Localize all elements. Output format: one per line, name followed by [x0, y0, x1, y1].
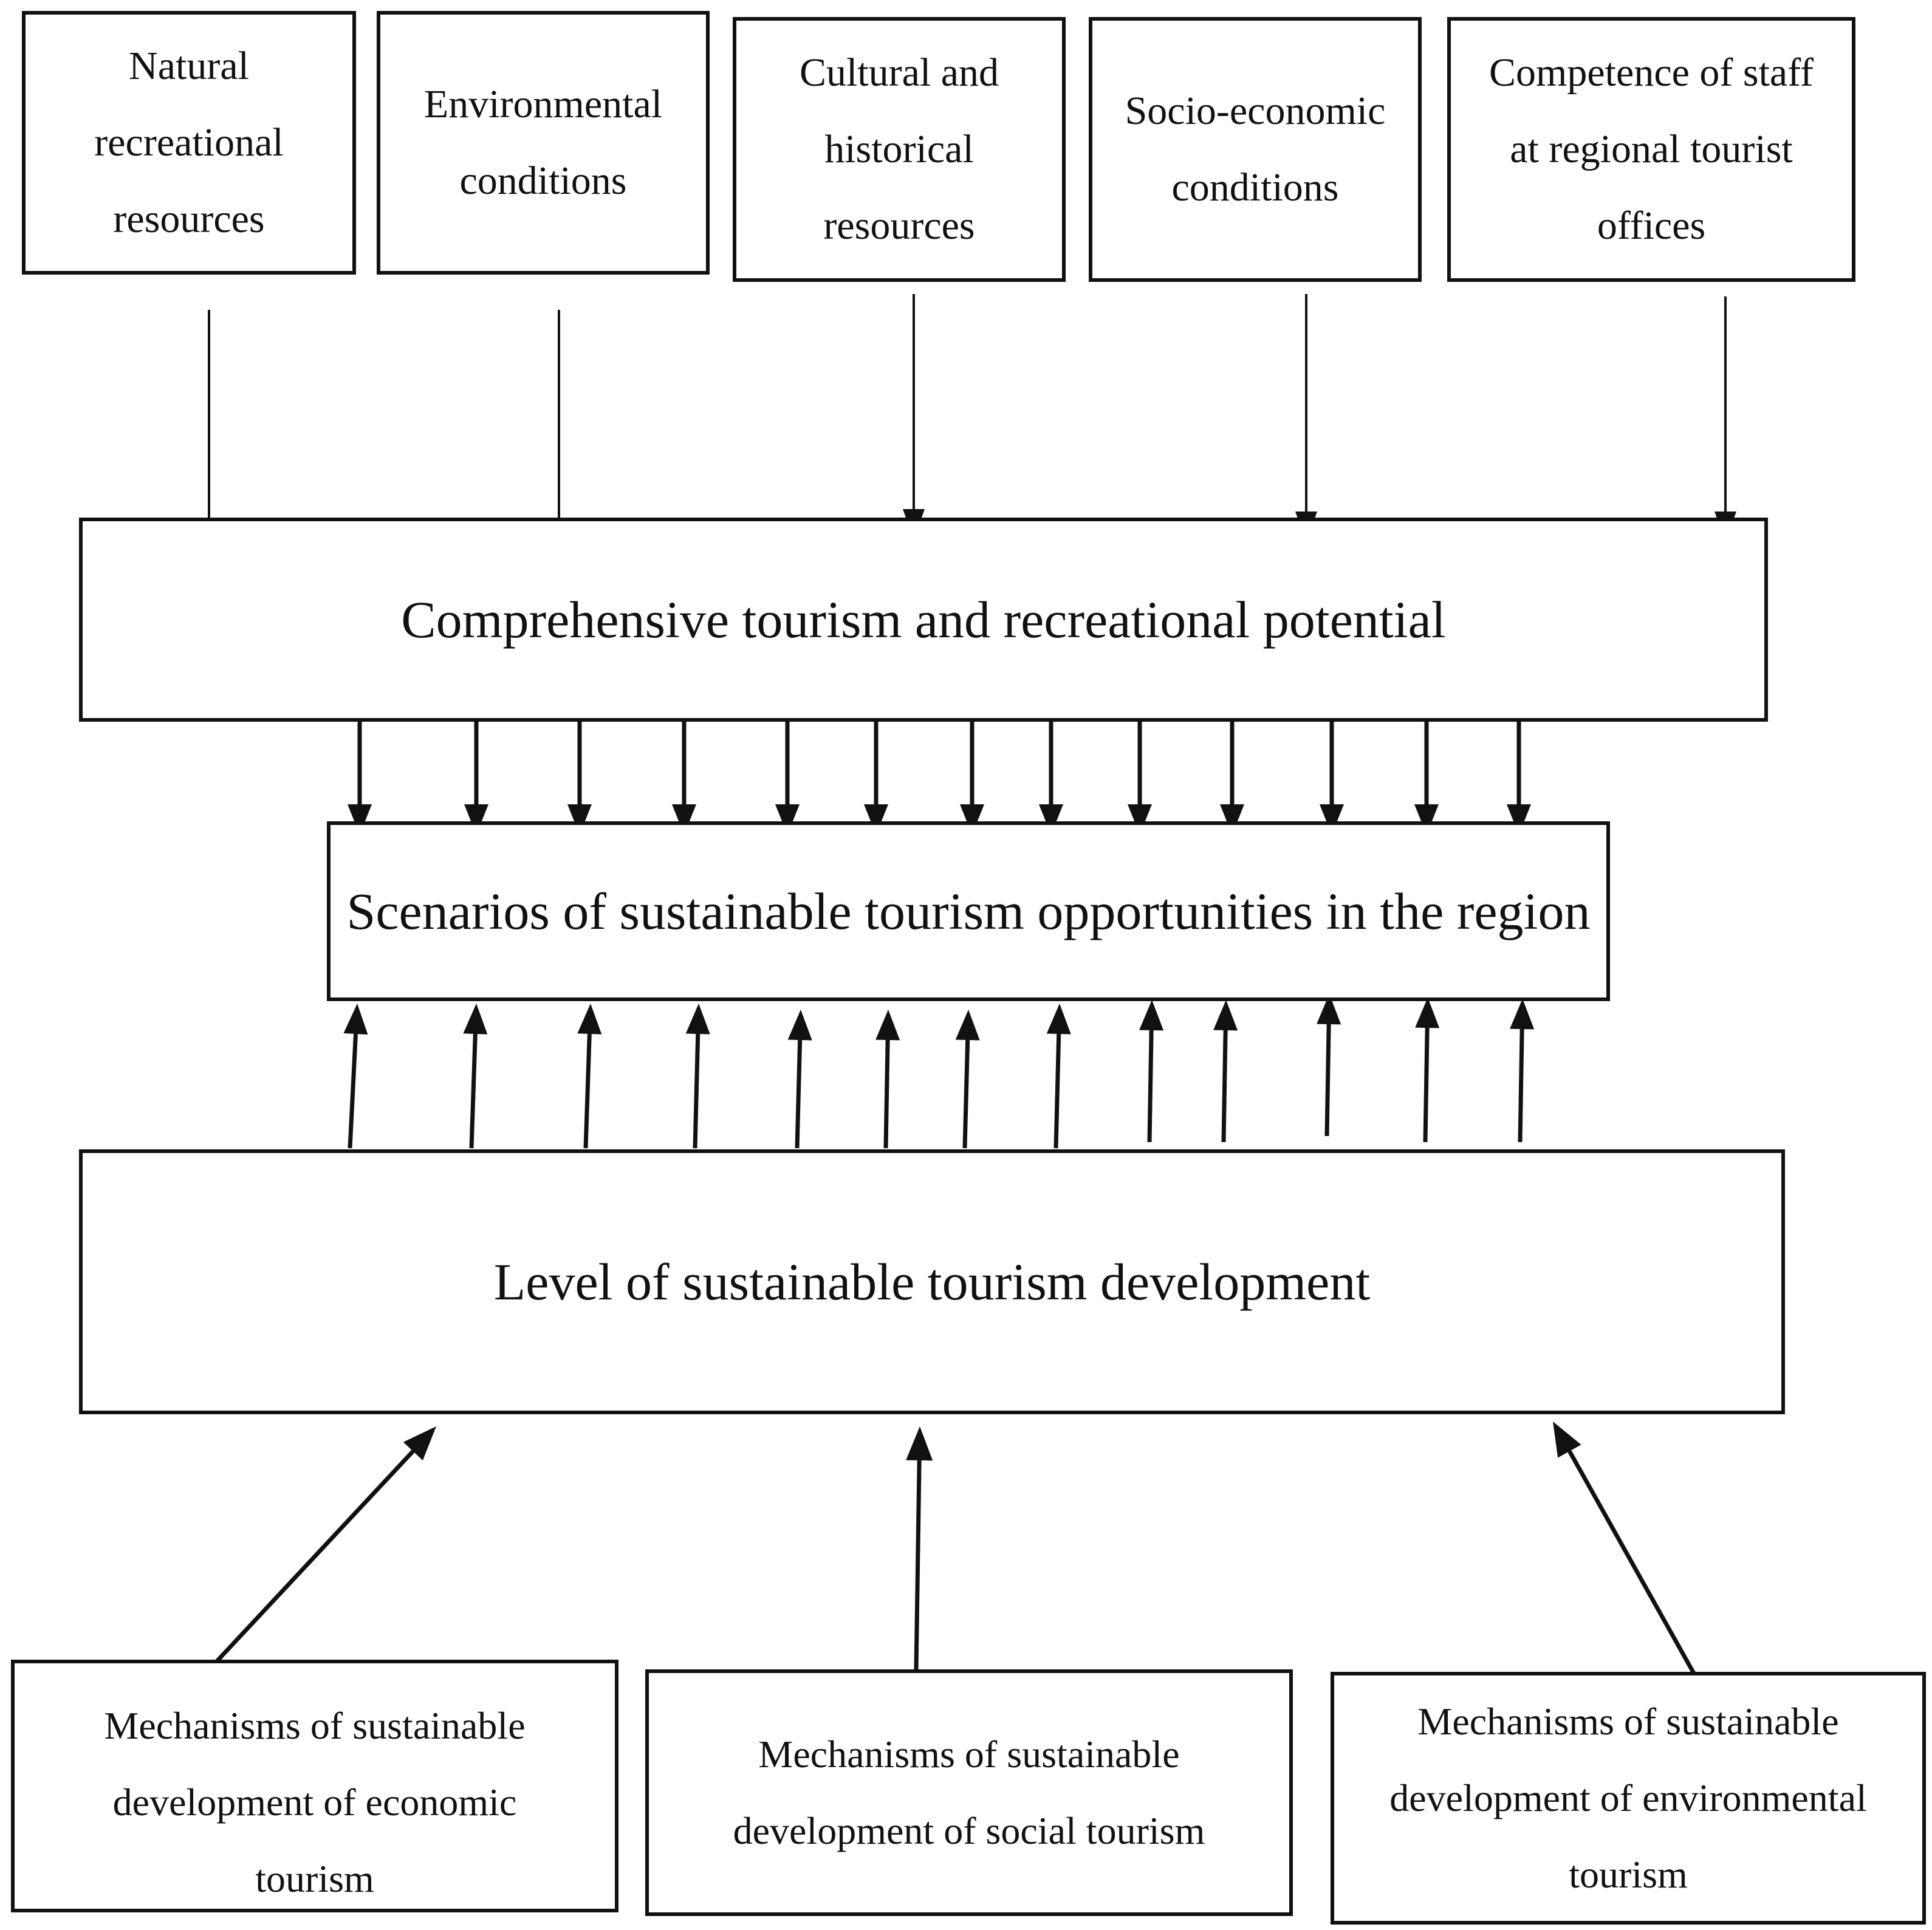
potential-to-scenarios-arrow [775, 717, 800, 835]
factor-box-natural-resources: Natural recreational resources [22, 11, 356, 275]
mechanism-box-social: Mechanisms of sustainable development of… [645, 1669, 1293, 1916]
level-to-scenarios-arrow [875, 1010, 900, 1149]
mechanism-label: Mechanisms of sustainable development of… [104, 1704, 526, 1900]
factor-label: Environmental conditions [423, 82, 663, 203]
potential-box: Comprehensive tourism and recreational p… [79, 518, 1768, 722]
factor-to-potential-arrow [1714, 296, 1736, 542]
factor-label: Cultural and historical resources [799, 50, 999, 248]
mechanism-box-environmental: Mechanisms of sustainable development of… [1331, 1672, 1926, 1925]
potential-to-scenarios-arrow [1220, 717, 1244, 835]
potential-to-scenarios-arrow [960, 717, 984, 835]
factor-box-socio-economic-conditions: Socio-economic conditions [1089, 17, 1422, 282]
factor-label: Competence of staff at regional tourist … [1489, 50, 1814, 248]
potential-to-scenarios-arrow [348, 717, 372, 835]
factor-box-cultural-historical-resources: Cultural and historical resources [733, 17, 1066, 282]
potential-to-scenarios-arrow [1414, 717, 1439, 835]
development-level-box: Level of sustainable tourism development [79, 1149, 1785, 1414]
level-to-scenarios-arrow [577, 1004, 602, 1149]
level-to-scenarios-arrow [1213, 1000, 1238, 1143]
level-to-scenarios-arrow [1415, 998, 1440, 1143]
development-level-label: Level of sustainable tourism development [493, 1253, 1371, 1311]
factor-box-environmental-conditions: Environmental conditions [377, 11, 710, 275]
environmental-to-level-arrow [1553, 1422, 1697, 1677]
potential-to-scenarios-arrow [464, 717, 488, 835]
potential-to-scenarios-arrow [1128, 717, 1152, 835]
mechanism-box-economic: Mechanisms of sustainable development of… [11, 1660, 618, 1912]
scenarios-label: Scenarios of sustainable tourism opportu… [346, 882, 1591, 940]
level-to-scenarios-arrow [1139, 1000, 1164, 1143]
level-to-scenarios-arrow [1046, 1004, 1071, 1149]
potential-to-scenarios-arrow [1507, 717, 1531, 835]
level-to-scenarios-arrow [1510, 999, 1535, 1143]
level-to-scenarios-arrow [787, 1010, 812, 1149]
factor-label: Natural recreational resources [94, 44, 284, 241]
factor-to-potential-arrow [1295, 294, 1317, 542]
social-to-level-arrow [906, 1426, 933, 1670]
mechanism-label: Mechanisms of sustainable development of… [733, 1733, 1205, 1852]
level-to-scenarios-arrow [463, 1004, 488, 1149]
level-to-scenarios-arrow [955, 1010, 980, 1149]
potential-to-scenarios-arrow [1320, 717, 1344, 835]
factor-to-potential-arrow [903, 294, 925, 539]
potential-label: Comprehensive tourism and recreational p… [401, 590, 1446, 649]
potential-to-scenarios-arrow [567, 717, 592, 835]
potential-to-scenarios-arrow [1039, 717, 1063, 835]
factor-box-staff-competence: Competence of staff at regional tourist … [1447, 17, 1855, 282]
mechanism-label: Mechanisms of sustainable development of… [1389, 1700, 1867, 1896]
potential-to-scenarios-arrow [672, 717, 696, 835]
level-to-scenarios-arrow [1317, 994, 1341, 1137]
level-to-scenarios-arrow [343, 1004, 368, 1149]
level-to-scenarios-arrow [685, 1004, 710, 1149]
scenarios-box: Scenarios of sustainable tourism opportu… [327, 821, 1610, 1001]
factor-label: Socio-economic conditions [1125, 89, 1386, 210]
potential-to-scenarios-arrow [864, 717, 888, 835]
economic-to-level-arrow [211, 1426, 436, 1668]
